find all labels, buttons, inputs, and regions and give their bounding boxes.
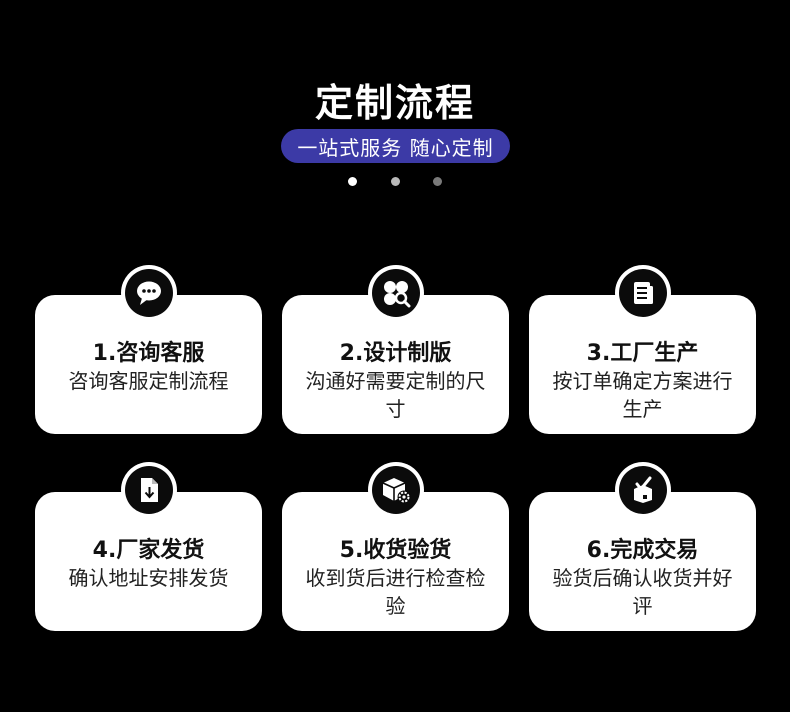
pagination-dot-2[interactable] <box>391 177 400 186</box>
step-card-5: 5.收货验货 收到货后进行检查检验 <box>282 462 509 631</box>
icon-ring <box>367 265 424 321</box>
design-search-icon <box>371 269 420 317</box>
checkmark-box-icon <box>618 466 667 514</box>
step-description: 沟通好需要定制的尺寸 <box>305 369 486 421</box>
step-title: 4.厂家发货 <box>92 538 205 563</box>
step-description: 按订单确定方案进行生产 <box>552 369 733 421</box>
step-title: 1.咨询客服 <box>92 341 205 366</box>
page-title: 定制流程 <box>314 81 475 125</box>
step-card-3: 3.工厂生产 按订单确定方案进行生产 <box>529 265 756 434</box>
step-title: 5.收货验货 <box>339 538 452 563</box>
step-description: 收到货后进行检查检验 <box>305 566 486 618</box>
step-title: 3.工厂生产 <box>586 341 699 366</box>
package-gear-icon <box>371 466 420 514</box>
step-title: 6.完成交易 <box>586 538 699 563</box>
step-card-6: 6.完成交易 验货后确认收货并好评 <box>529 462 756 631</box>
icon-ring <box>120 265 177 321</box>
pagination-dot-3[interactable] <box>433 177 442 186</box>
subtitle-text: 一站式服务 随心定制 <box>297 135 494 160</box>
icon-ring <box>120 462 177 518</box>
icon-ring <box>614 462 671 518</box>
pagination-dots <box>0 177 790 187</box>
step-card-2: 2.设计制版 沟通好需要定制的尺寸 <box>282 265 509 434</box>
icon-ring <box>367 462 424 518</box>
step-card-1: 1.咨询客服 咨询客服定制流程 <box>35 265 262 434</box>
document-list-icon <box>618 269 667 317</box>
subtitle-badge: 一站式服务 随心定制 <box>281 129 510 163</box>
icon-ring <box>614 265 671 321</box>
chat-bubble-icon <box>124 269 173 317</box>
download-document-icon <box>124 466 173 514</box>
pagination-dot-1[interactable] <box>348 177 357 186</box>
step-description: 确认地址安排发货 <box>68 566 229 590</box>
step-description: 验货后确认收货并好评 <box>552 566 733 618</box>
step-card-4: 4.厂家发货 确认地址安排发货 <box>35 462 262 631</box>
step-title: 2.设计制版 <box>339 341 452 366</box>
step-description: 咨询客服定制流程 <box>68 369 229 393</box>
